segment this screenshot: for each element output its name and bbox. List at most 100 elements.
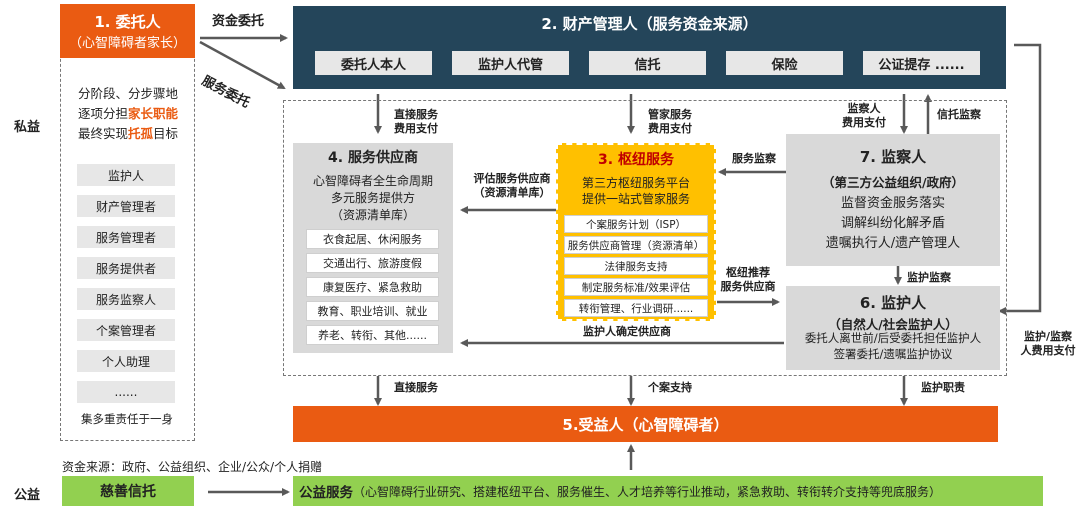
supervisor-fee-label: 监察人费用支付 bbox=[842, 102, 886, 130]
charity-trust-box: 慈善信托 bbox=[62, 476, 194, 506]
supervisor-desc-1: 监督资金服务落实 bbox=[840, 196, 945, 211]
case-support-label: 个案支持 bbox=[648, 381, 692, 394]
hub-recommend-label-2: 服务供应商 bbox=[720, 280, 776, 293]
supervisor-fee-label-1: 监察人 bbox=[847, 102, 881, 115]
steward-fee-label: 管家服务费用支付 bbox=[648, 108, 692, 136]
direct-fee-label: 直接服务费用支付 bbox=[394, 108, 438, 136]
client-description: 分阶段、分步骤地 逐项分担家长职能 最终实现托孤目标 bbox=[64, 84, 192, 144]
role-item: 财产管理者 bbox=[77, 195, 175, 217]
trust-supervision-label: 信托监察 bbox=[937, 108, 981, 121]
assess-provider-label-2: （资源清单库） bbox=[473, 186, 551, 199]
property-manager-item: 保险 bbox=[726, 51, 843, 75]
public-service-label: 公益服务 bbox=[299, 485, 353, 501]
client-column bbox=[60, 4, 195, 441]
service-provider-item: 交通出行、旅游度假 bbox=[306, 253, 439, 273]
client-footer: 集多重责任于一身 bbox=[81, 412, 173, 426]
direct-service-label: 直接服务 bbox=[394, 381, 438, 394]
hub-box: 3. 枢纽服务 第三方枢纽服务平台 提供一站式管家服务 个案服务计划（ISP） … bbox=[556, 143, 716, 321]
service-provider-desc: 心智障碍者全生命周期 多元服务提供方 （资源清单库） bbox=[293, 173, 453, 224]
service-provider-item: 教育、职业培训、就业 bbox=[306, 301, 439, 321]
service-provider-desc-1: 心智障碍者全生命周期 bbox=[312, 174, 433, 188]
role-item: 监护人 bbox=[77, 164, 175, 186]
client-desc-line3-a: 最终实现 bbox=[77, 126, 128, 141]
public-interest-label: 公益 bbox=[14, 488, 41, 503]
client-desc-highlight-2: 托孤 bbox=[127, 126, 153, 141]
client-box: 1. 委托人 （心智障碍者家长） bbox=[60, 4, 195, 58]
client-subtitle: （心智障碍者家长） bbox=[68, 36, 186, 51]
role-item: 服务提供者 bbox=[77, 257, 175, 279]
guardian-duty-label: 监护职责 bbox=[921, 381, 965, 394]
hub-item: 转衔管理、行业调研...... bbox=[564, 299, 708, 317]
public-service-box: 公益服务 （心智障碍行业研究、搭建枢纽平台、服务催生、人才培养等行业推动，紧急救… bbox=[293, 476, 1043, 506]
service-provider-item: 衣食起居、休闲服务 bbox=[306, 229, 439, 249]
service-provider-desc-2: 多元服务提供方 bbox=[330, 191, 415, 205]
assess-provider-label: 评估服务供应商（资源清单库） bbox=[472, 172, 552, 200]
guardian-fee-arrow bbox=[998, 43, 1042, 315]
hub-item: 法律服务支持 bbox=[564, 257, 708, 275]
property-manager-title: 2. 财产管理人（服务资金来源） bbox=[541, 14, 758, 33]
client-desc-line3: 最终实现托孤目标 bbox=[64, 124, 192, 144]
property-manager-item: 公证提存 ...... bbox=[863, 51, 980, 75]
service-provider-box: 4. 服务供应商 心智障碍者全生命周期 多元服务提供方 （资源清单库） 衣食起居… bbox=[293, 143, 453, 353]
supervisor-subtitle: （第三方公益组织/政府） bbox=[821, 175, 965, 190]
direct-fee-label-1: 直接服务 bbox=[394, 108, 438, 121]
service-supervision-label: 服务监察 bbox=[732, 152, 776, 165]
service-area bbox=[283, 100, 1007, 376]
hub-desc-1: 第三方枢纽服务平台 bbox=[581, 176, 690, 190]
client-desc-line2-a: 逐项分担 bbox=[77, 106, 128, 121]
guardian-desc: 委托人离世前/后受委托担任监护人 签署委托/遗嘱监护协议 bbox=[786, 330, 1000, 362]
public-service-desc: （心智障碍行业研究、搭建枢纽平台、服务催生、人才培养等行业推动，紧急救助、转衔转… bbox=[353, 484, 942, 499]
guardian-subtitle: （自然人/社会监护人） bbox=[828, 317, 958, 332]
property-manager-item: 监护人代管 bbox=[452, 51, 569, 75]
guardian-desc-2: 签署委托/遗嘱监护协议 bbox=[833, 347, 953, 361]
steward-fee-label-2: 费用支付 bbox=[648, 122, 692, 135]
supervisor-desc-2: 调解纠纷化解矛盾 bbox=[840, 216, 945, 231]
guardian-desc-1: 委托人离世前/后受委托担任监护人 bbox=[804, 331, 982, 345]
hub-recommend-label-1: 枢纽推荐 bbox=[726, 266, 770, 279]
steward-fee-label-1: 管家服务 bbox=[648, 108, 692, 121]
private-interest-label: 私益 bbox=[14, 120, 41, 135]
hub-desc-2: 提供一站式管家服务 bbox=[581, 192, 690, 206]
guardian-fee-label: 监护/监察人费用支付 bbox=[1017, 330, 1079, 358]
service-entrust-arrow bbox=[199, 40, 286, 90]
guardian-title: 6. 监护人 bbox=[859, 293, 927, 312]
role-item: 个人助理 bbox=[77, 350, 175, 372]
property-manager-box: 2. 财产管理人（服务资金来源） 委托人本人 监护人代管 信托 保险 公证提存 … bbox=[293, 6, 1006, 89]
client-title: 1. 委托人 bbox=[94, 13, 161, 31]
hub-item: 服务供应商管理（资源清单） bbox=[564, 236, 708, 254]
service-provider-desc-3: （资源清单库） bbox=[330, 208, 415, 222]
client-desc-line2: 逐项分担家长职能 bbox=[64, 104, 192, 124]
client-desc-line1: 分阶段、分步骤地 bbox=[77, 86, 178, 101]
hub-recommend-label: 枢纽推荐服务供应商 bbox=[718, 266, 778, 294]
supervisor-fee-label-2: 费用支付 bbox=[842, 116, 886, 129]
guardian-box: 6. 监护人 （自然人/社会监护人） 委托人离世前/后受委托担任监护人 签署委托… bbox=[786, 286, 1000, 370]
client-desc-highlight-1: 家长职能 bbox=[128, 106, 179, 121]
role-item: 服务监察人 bbox=[77, 288, 175, 310]
beneficiary-box: 5.受益人（心智障碍者） bbox=[293, 406, 998, 442]
supervisor-title: 7. 监察人 bbox=[859, 147, 927, 166]
funding-sources-text: 资金来源：政府、公益组织、企业/公众/个人捐赠 bbox=[62, 460, 323, 474]
supervisor-box: 7. 监察人 （第三方公益组织/政府） 监督资金服务落实 调解纠纷化解矛盾 遗嘱… bbox=[786, 134, 1000, 266]
hub-title: 3. 枢纽服务 bbox=[598, 152, 674, 168]
guardian-confirm-label: 监护人确定供应商 bbox=[583, 325, 671, 338]
direct-fee-label-2: 费用支付 bbox=[394, 122, 438, 135]
hub-desc: 第三方枢纽服务平台 提供一站式管家服务 bbox=[558, 175, 714, 207]
guardian-fee-label-1: 监护/监察 bbox=[1023, 330, 1073, 343]
fund-entrust-label: 资金委托 bbox=[212, 14, 265, 29]
hub-item: 制定服务标准/效果评估 bbox=[564, 278, 708, 296]
assess-provider-label-1: 评估服务供应商 bbox=[473, 172, 551, 185]
supervisor-desc-3: 遗嘱执行人/遗产管理人 bbox=[825, 236, 961, 251]
hub-item: 个案服务计划（ISP） bbox=[564, 215, 708, 233]
service-provider-item: 康复医疗、紧急救助 bbox=[306, 277, 439, 297]
role-item: ...... bbox=[77, 381, 175, 403]
guardian-fee-label-2: 人费用支付 bbox=[1020, 344, 1076, 357]
property-manager-item: 委托人本人 bbox=[315, 51, 432, 75]
service-provider-title: 4. 服务供应商 bbox=[328, 150, 418, 166]
service-provider-item: 养老、转衔、其他...... bbox=[306, 325, 439, 345]
guardian-supervision-label: 监护监察 bbox=[907, 271, 951, 284]
supervisor-desc: 监督资金服务落实 调解纠纷化解矛盾 遗嘱执行人/遗产管理人 bbox=[786, 194, 1000, 254]
client-desc-line3-c: 目标 bbox=[153, 126, 179, 141]
role-item: 个案管理者 bbox=[77, 319, 175, 341]
property-manager-item: 信托 bbox=[589, 51, 706, 75]
